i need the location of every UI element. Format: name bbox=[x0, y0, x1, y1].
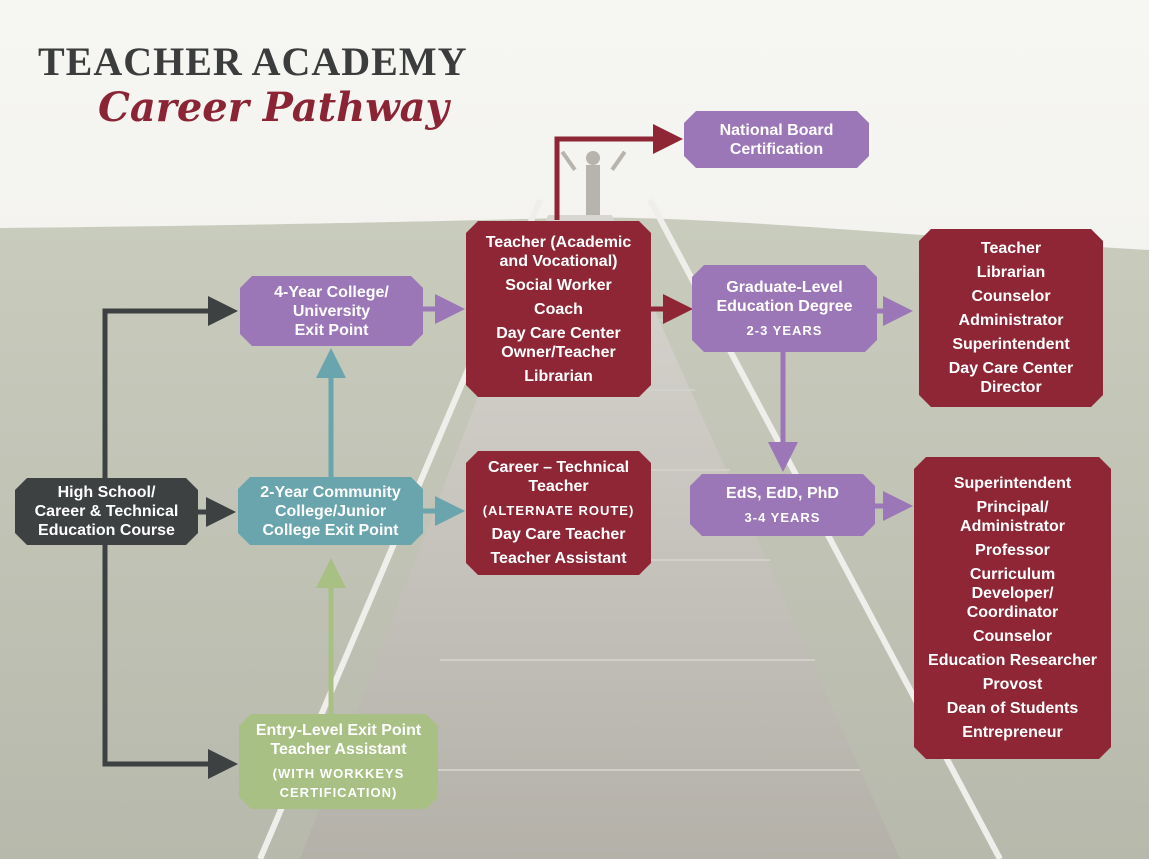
node-line: University bbox=[292, 302, 371, 320]
node-line: Administrator bbox=[958, 312, 1064, 329]
node-line: Administrator bbox=[960, 518, 1065, 535]
node-line: Education Researcher bbox=[928, 652, 1097, 669]
node-line: and Vocational) bbox=[499, 252, 618, 270]
node-note: (WITH WORKKEYS bbox=[272, 766, 405, 781]
node-line: Coordinator bbox=[966, 604, 1059, 621]
doctoral-degree-node: EdS, EdD, PhD 3-4 YEARS bbox=[690, 474, 875, 536]
node-line: Superintendent bbox=[953, 475, 1072, 492]
node-line: Provost bbox=[982, 676, 1043, 693]
entry-level-node: Entry-Level Exit Point Teacher Assistant… bbox=[239, 714, 438, 809]
high-school-node: High School/ Career & Technical Educatio… bbox=[15, 478, 198, 545]
node-line: Graduate-Level bbox=[726, 278, 843, 296]
node-line: Coach bbox=[534, 300, 583, 318]
node-line: Education Degree bbox=[716, 297, 853, 315]
node-note: (ALTERNATE ROUTE) bbox=[482, 503, 635, 518]
node-line: Social Worker bbox=[505, 276, 612, 294]
node-line: College Exit Point bbox=[262, 521, 399, 539]
node-line: Teacher bbox=[528, 478, 589, 495]
node-line: Entry-Level Exit Point bbox=[255, 722, 422, 739]
node-line: Education Course bbox=[38, 522, 175, 539]
node-line: Teacher (Academic bbox=[485, 233, 632, 251]
page-subtitle: Career Pathway bbox=[98, 84, 449, 131]
node-line: Day Care Center bbox=[948, 360, 1074, 377]
national-board-node: National Board Certification bbox=[684, 111, 869, 168]
page-title: TEACHER ACADEMY bbox=[38, 39, 468, 84]
graduate-careers-node: Teacher Librarian Counselor Administrato… bbox=[919, 229, 1103, 407]
node-line: Teacher bbox=[980, 240, 1042, 257]
node-line: Librarian bbox=[524, 367, 593, 385]
node-years: 3-4 YEARS bbox=[744, 509, 821, 525]
career-technical-node: Career – Technical Teacher (ALTERNATE RO… bbox=[466, 451, 651, 575]
node-line: Owner/Teacher bbox=[501, 343, 616, 361]
node-line: Superintendent bbox=[952, 336, 1070, 353]
node-line: Director bbox=[980, 379, 1042, 396]
node-line: Day Care Center bbox=[496, 324, 621, 342]
node-line: Librarian bbox=[976, 264, 1046, 281]
node-line: Developer/ bbox=[971, 585, 1054, 602]
node-line: Career – Technical bbox=[487, 459, 630, 476]
node-line: 4-Year College/ bbox=[274, 283, 389, 301]
node-line: Professor bbox=[975, 542, 1050, 559]
teacher-careers-node: Teacher (Academic and Vocational) Social… bbox=[466, 221, 651, 397]
node-line: 2-Year Community bbox=[260, 483, 401, 501]
node-line: Dean of Students bbox=[946, 700, 1079, 717]
node-line: Exit Point bbox=[294, 321, 369, 339]
node-line: Principal/ bbox=[976, 499, 1049, 516]
graduate-degree-node: Graduate-Level Education Degree 2-3 YEAR… bbox=[692, 265, 877, 352]
node-line: Teacher Assistant bbox=[270, 741, 407, 758]
doctoral-careers-node: Superintendent Principal/ Administrator … bbox=[914, 457, 1111, 759]
four-year-college-node: 4-Year College/ University Exit Point bbox=[240, 276, 423, 346]
node-line: Entrepreneur bbox=[962, 724, 1063, 741]
node-line: Counselor bbox=[971, 288, 1051, 305]
node-years: 2-3 YEARS bbox=[746, 322, 823, 338]
node-line: Curriculum bbox=[969, 566, 1056, 583]
node-line: High School/ bbox=[57, 484, 156, 501]
node-line: EdS, EdD, PhD bbox=[726, 484, 839, 502]
node-line: National Board bbox=[719, 121, 834, 139]
node-line: College/Junior bbox=[274, 502, 387, 520]
node-line: Counselor bbox=[972, 628, 1053, 645]
node-line: Teacher Assistant bbox=[490, 550, 627, 567]
node-line: Day Care Teacher bbox=[491, 526, 626, 543]
two-year-college-node: 2-Year Community College/Junior College … bbox=[238, 477, 423, 545]
node-line: Certification bbox=[729, 140, 824, 158]
node-note: CERTIFICATION) bbox=[279, 785, 398, 800]
node-line: Career & Technical bbox=[34, 503, 179, 520]
